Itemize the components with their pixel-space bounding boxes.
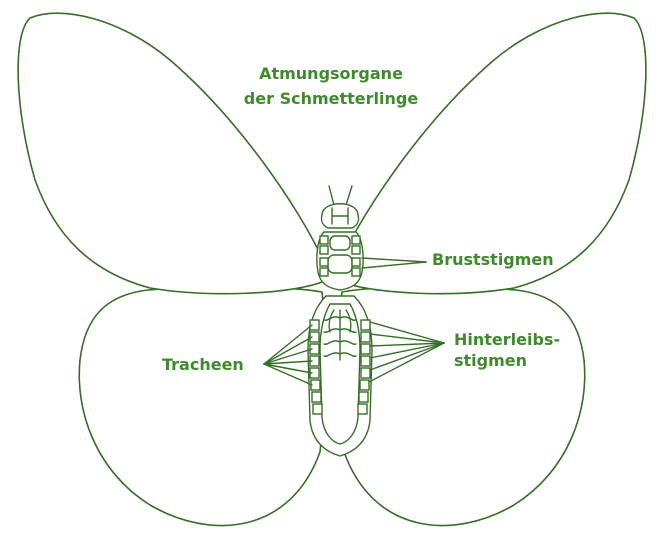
label-bruststigmen: Bruststigmen: [432, 250, 554, 269]
label-hinterleibs-line-2: stigmen: [454, 351, 527, 370]
right-antenna: [346, 186, 352, 205]
label-tracheen: Tracheen: [162, 355, 244, 374]
upper-left-wing: [18, 13, 322, 293]
left-antenna: [329, 186, 334, 205]
label-hinterleibs-line-1: Hinterleibs-: [454, 330, 560, 349]
title-line-1: Atmungsorgane: [259, 64, 403, 83]
lower-left-wing: [79, 287, 325, 526]
thorax-inner-lower: [328, 255, 352, 273]
title-line-2: der Schmetterlinge: [244, 89, 419, 108]
thorax-inner-upper: [330, 236, 350, 250]
lower-right-wing: [338, 287, 584, 526]
